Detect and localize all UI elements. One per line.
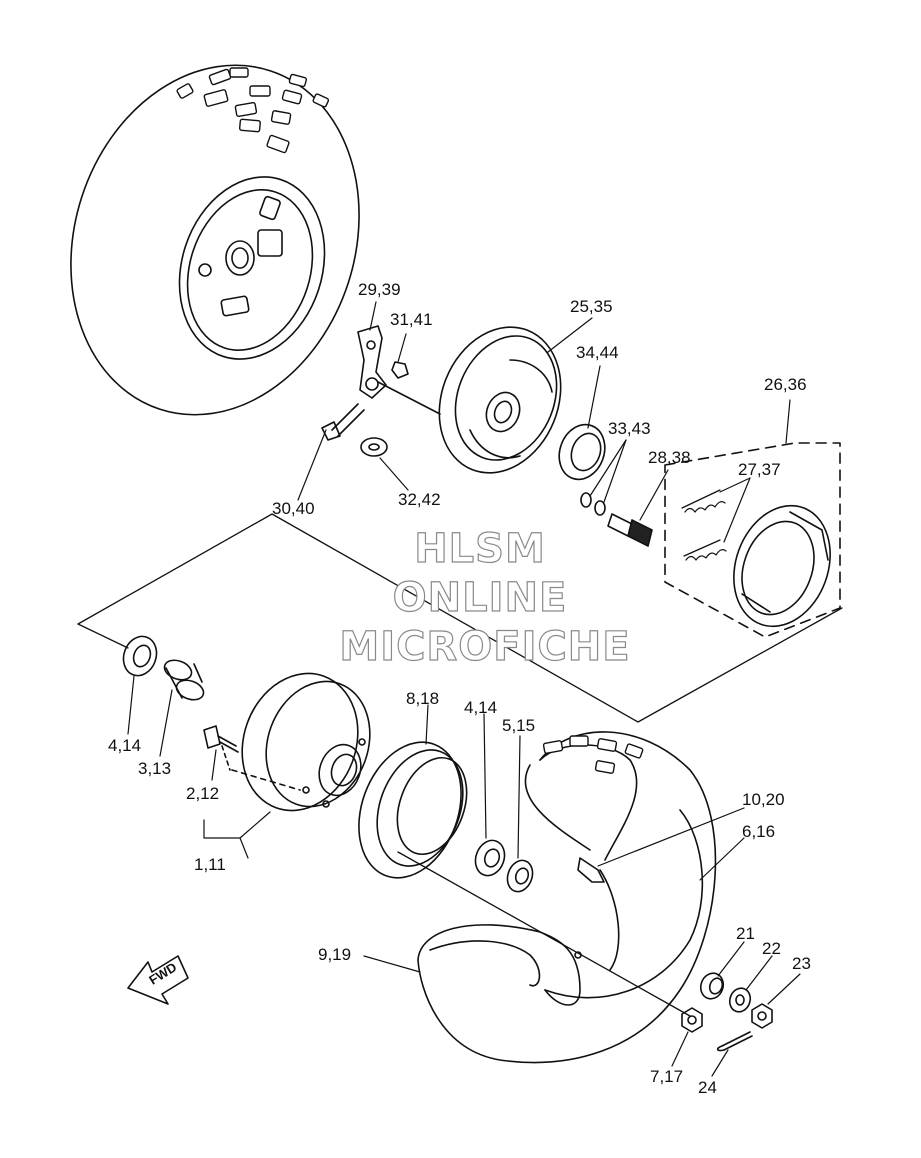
brake-panel bbox=[438, 326, 562, 474]
wheel-hub-drum bbox=[231, 672, 371, 812]
callout-30-40: 30,40 bbox=[272, 499, 315, 518]
brake-cam-lever bbox=[357, 325, 441, 415]
lower-tire bbox=[417, 731, 717, 1064]
callout-23: 23 bbox=[792, 954, 811, 973]
callout-1-11: 1,11 bbox=[194, 855, 226, 874]
callout-10-20: 10,20 bbox=[742, 790, 785, 809]
callout-24: 24 bbox=[698, 1078, 717, 1097]
callout-31-41: 31,41 bbox=[390, 310, 433, 329]
callout-28-38: 28,38 bbox=[648, 448, 691, 467]
axis-lines bbox=[77, 513, 843, 723]
hub-bolt bbox=[203, 725, 239, 771]
o-ring-a bbox=[580, 492, 592, 508]
watermark-line3: MICROFICHE bbox=[339, 623, 631, 670]
rim-ring bbox=[358, 741, 468, 879]
callout-9-19: 9,19 bbox=[318, 945, 352, 964]
seal-center bbox=[506, 859, 534, 893]
brake-shoes bbox=[733, 504, 831, 628]
callout-8-18: 8,18 bbox=[406, 689, 440, 708]
brake-camshaft bbox=[607, 513, 653, 547]
callout-7-17: 7,17 bbox=[650, 1067, 684, 1086]
nut-7-17 bbox=[681, 1007, 703, 1033]
callout-6-16: 6,16 bbox=[742, 822, 776, 841]
fwd-arrow-icon bbox=[127, 955, 189, 1005]
castle-nut-23 bbox=[751, 1003, 773, 1029]
oil-seal bbox=[558, 423, 606, 481]
springs-27-37 bbox=[681, 489, 727, 561]
cotter-pin-24 bbox=[716, 1031, 753, 1052]
callout-27-37: 27,37 bbox=[738, 460, 781, 479]
watermark-line1: HLSM bbox=[414, 525, 546, 572]
bolt-30-40 bbox=[321, 403, 365, 441]
callout-32-42: 32,42 bbox=[398, 490, 441, 509]
brake-shoe-kit-box bbox=[664, 442, 841, 638]
callout-4-14-center: 4,14 bbox=[464, 698, 498, 717]
callout-2-12: 2,12 bbox=[186, 784, 220, 803]
callout-29-39: 29,39 bbox=[358, 280, 401, 299]
watermark-line2: ONLINE bbox=[392, 574, 568, 621]
tread-blocks bbox=[176, 67, 330, 154]
callout-26-36: 26,36 bbox=[764, 375, 807, 394]
axle-line bbox=[397, 851, 691, 1017]
callout-25-35: 25,35 bbox=[570, 297, 613, 316]
callout-33-43: 33,43 bbox=[608, 419, 651, 438]
collar-21 bbox=[699, 972, 725, 1000]
leader-lines bbox=[127, 301, 801, 1077]
bearing-left bbox=[122, 635, 158, 677]
upper-tire bbox=[70, 64, 360, 416]
callout-5-15: 5,15 bbox=[502, 716, 536, 735]
callout-34-44: 34,44 bbox=[576, 343, 619, 362]
washer-22 bbox=[728, 987, 752, 1013]
bearing-center bbox=[474, 839, 506, 877]
o-ring-b bbox=[594, 500, 606, 516]
callout-21: 21 bbox=[736, 924, 755, 943]
washer-32-42 bbox=[360, 437, 388, 457]
callout-4-14-left: 4,14 bbox=[108, 736, 142, 755]
callout-22: 22 bbox=[762, 939, 781, 958]
spacer-3-13 bbox=[163, 659, 205, 701]
callout-3-13: 3,13 bbox=[138, 759, 172, 778]
